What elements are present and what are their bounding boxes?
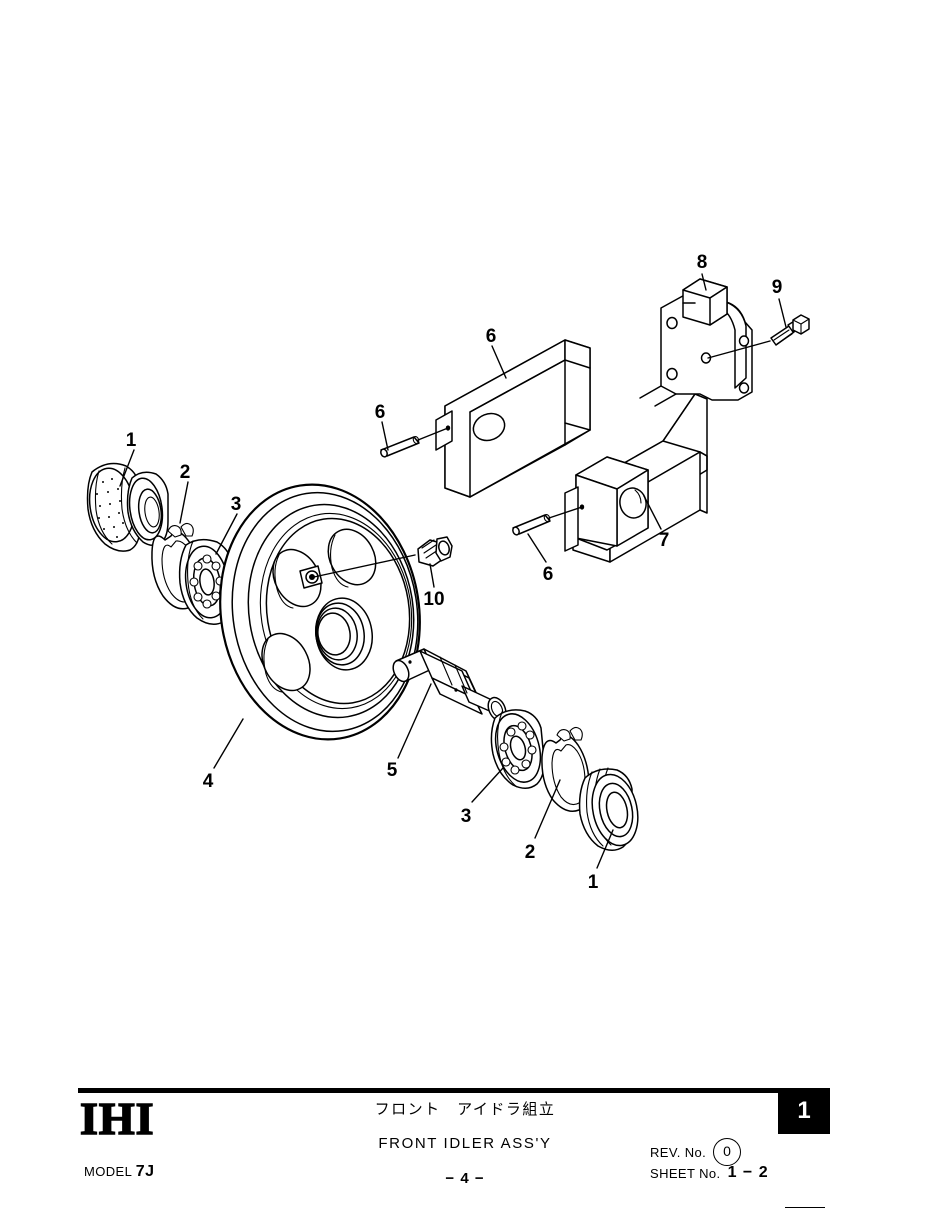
- callout-number-2-left: 2: [180, 462, 191, 483]
- callout-number-4: 4: [203, 771, 214, 792]
- callout-leader-7-upper: [491, 345, 507, 379]
- grease-fitting-seat: [299, 565, 323, 589]
- rev-value: 0: [713, 1138, 742, 1166]
- part-pin-lower: [512, 506, 583, 536]
- part-hex-bolt: [707, 314, 810, 359]
- callout-number-6-upper: 6: [375, 402, 386, 423]
- model-field: MODEL 7J: [84, 1163, 154, 1181]
- wheel-hub: [315, 597, 373, 671]
- callout-number-3-left: 3: [231, 494, 242, 515]
- callout-leader-5: [397, 683, 432, 759]
- callout-leader-3-left: [215, 513, 238, 555]
- callout-number-1-left: 1: [126, 430, 137, 451]
- title-block-rule: [78, 1088, 830, 1093]
- bearing-balls-right: [499, 721, 537, 775]
- callout-number-1-right: 1: [588, 872, 599, 893]
- title-japanese: フロント アイドラ組立: [374, 1100, 556, 1118]
- ihi-logo: IHI: [79, 1093, 155, 1144]
- part-snap-ring-right: [541, 726, 590, 812]
- title-english: FRONT IDLER ASS'Y: [378, 1135, 552, 1152]
- callout-leader-1-left: [119, 449, 135, 487]
- part-ball-bearing-left: [178, 538, 233, 625]
- sheet-value: 1 − 2: [727, 1164, 769, 1181]
- callout-leader-8: [701, 273, 707, 291]
- page-number: − 4 −: [445, 1170, 485, 1187]
- part-ball-bearing-right: [490, 709, 545, 789]
- callout-number-7-lower: 7: [659, 530, 670, 551]
- callout-leader-9: [778, 298, 787, 328]
- rev-field: REV. No. 0: [650, 1138, 742, 1166]
- callout-number-3-right: 3: [461, 806, 472, 827]
- model-value: 7J: [135, 1163, 155, 1180]
- callout-leader-10: [429, 563, 435, 588]
- callout-number-5: 5: [387, 760, 398, 781]
- callout-number-8: 8: [697, 252, 708, 273]
- callout-leader-7-lower: [643, 495, 662, 530]
- exploded-view-drawing: 1 2: [86, 252, 810, 893]
- title-block: IHI MODEL 7J フロント アイドラ組立 FRONT IDLER ASS…: [0, 1060, 925, 1208]
- callout-number-6-lower: 6: [543, 564, 554, 585]
- callout-number-2-right: 2: [525, 842, 536, 863]
- part-idler-wheel: [219, 483, 421, 741]
- callout-leader-6-lower: [527, 533, 547, 563]
- callout-leader-1-right: [596, 829, 614, 869]
- part-idler-shaft: [392, 648, 507, 722]
- bearing-balls: [189, 554, 225, 609]
- title-center: フロント アイドラ組立 FRONT IDLER ASS'Y − 4 −: [300, 1098, 630, 1187]
- part-guide-bracket-lower: [564, 393, 708, 563]
- part-seal-cap-left: [86, 462, 169, 552]
- part-pin-upper: [380, 427, 449, 458]
- callout-leader-6-upper: [381, 421, 389, 451]
- sheet-field: SHEET No. 1 − 2: [650, 1164, 769, 1182]
- sheet-label: SHEET No.: [650, 1165, 721, 1181]
- part-guide-bracket-upper: [435, 339, 591, 498]
- callout-leader-3-right: [471, 767, 504, 803]
- model-label: MODEL: [84, 1164, 132, 1179]
- callout-leader-4: [213, 718, 244, 769]
- callout-number-9: 9: [772, 277, 783, 298]
- callout-number-7-upper: 6: [486, 326, 497, 347]
- part-mounting-plate: [639, 278, 753, 407]
- callout-leader-2-right: [534, 779, 561, 839]
- part-grease-fitting: [313, 536, 453, 578]
- section-tab: 1: [778, 1088, 830, 1134]
- callout-number-10: 10: [423, 589, 444, 610]
- callout-leader-2-left: [179, 481, 189, 524]
- rev-label: REV. No.: [650, 1144, 707, 1160]
- part-seal-cap-right: [578, 767, 639, 851]
